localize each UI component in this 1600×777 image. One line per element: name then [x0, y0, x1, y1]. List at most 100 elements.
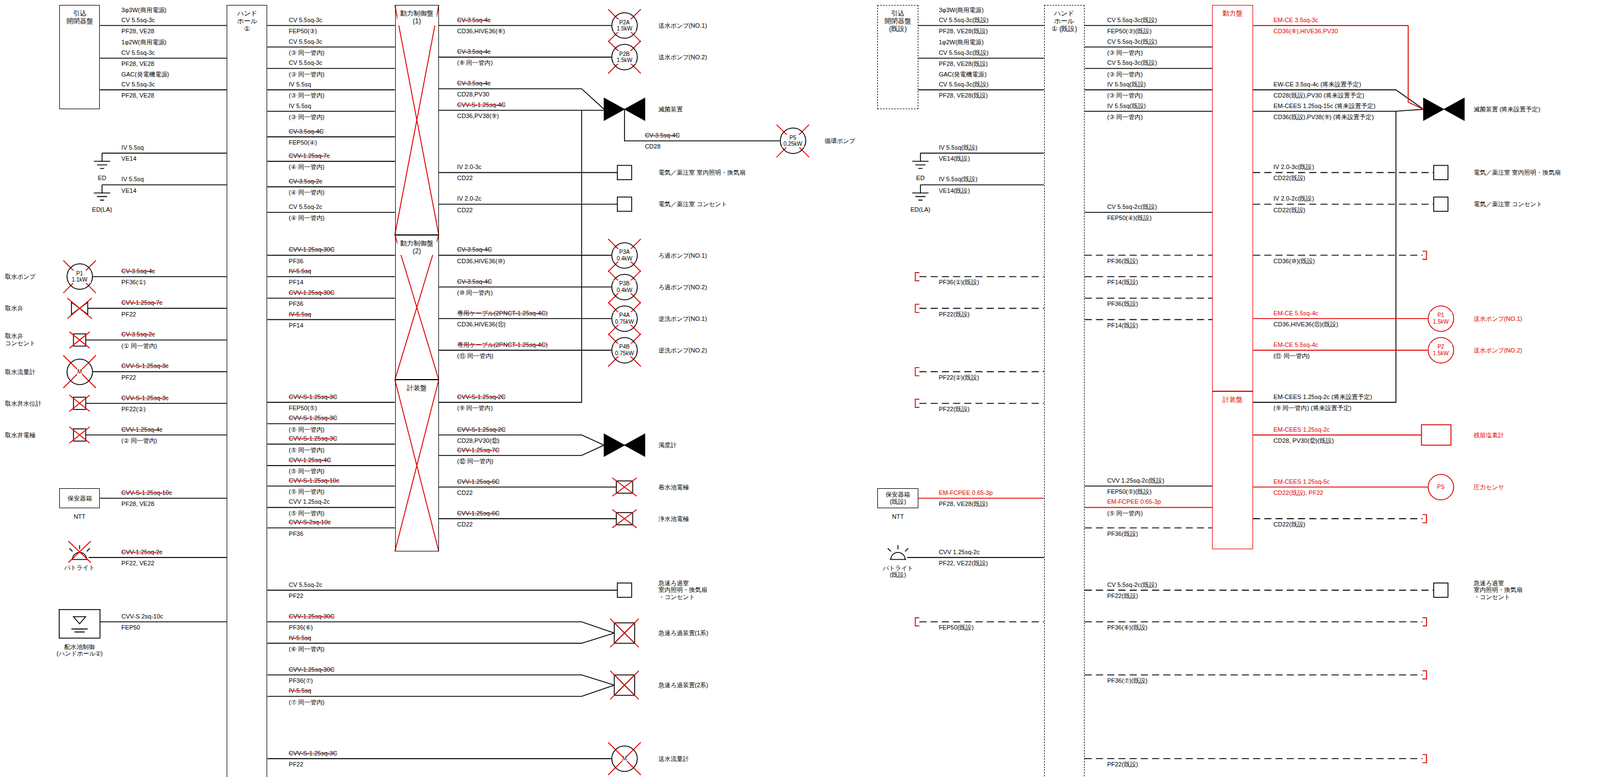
annotation-text: 電気／薬注室 室内照明・換気扇 — [658, 169, 746, 177]
circle-outline — [611, 12, 638, 39]
annotation-text: PF22(既設) — [938, 310, 970, 318]
circle-outline — [1428, 305, 1454, 332]
circle-outline — [611, 274, 638, 300]
cable-line — [1084, 46, 1213, 48]
annotation-text: PF36(既設) — [1107, 300, 1139, 308]
annotation-text: PF36 — [288, 257, 304, 265]
panel-box: ハンド ホール ① (既設) — [1044, 4, 1086, 777]
annotation-text: CV 5.5sq-3c(既設) — [1107, 59, 1158, 67]
annotation-text: (③ 同一管内) — [288, 70, 325, 78]
annotation-text: (② 同一管内) — [121, 437, 157, 445]
annotation-text: (⑨ 同一管内) — [457, 404, 493, 412]
annotation-text: EW-CE 3.5sq-4c (将来設置予定) — [1273, 80, 1362, 89]
annotation-text: CV 5.5sq-3c — [121, 49, 156, 57]
annotation-text: VE14 — [121, 155, 137, 163]
node-text: M — [622, 755, 627, 763]
cable-line — [93, 275, 227, 278]
annotation-text: IV 5.5sq(既設) — [938, 175, 978, 183]
annotation-text: PF28, VE28(既設) — [938, 500, 989, 508]
node-text: P2 1.5kW — [1429, 343, 1453, 357]
annotation-text: CV-3.5sq-4C — [645, 131, 681, 140]
annotation-text: (① 同一管内) — [121, 341, 157, 350]
annotation-text: CD36(⑩)(既設) — [1273, 257, 1316, 265]
annotation-text: IV-5.5sq — [288, 634, 311, 642]
annotation-text: 電気／薬注室 室内照明・換気扇 — [1473, 169, 1561, 177]
cable-line — [267, 186, 395, 188]
node-text: 動力盤 — [1222, 9, 1243, 18]
annotation-text: PF14 — [288, 278, 304, 286]
annotation-text: CV-3.5sq-2c — [288, 177, 323, 186]
annotation-text: PF22 — [288, 760, 304, 769]
annotation-text: CVV 1.25sq-2c(既設) — [1107, 476, 1165, 484]
cable-line — [99, 89, 227, 91]
annotation-text: VE14(既設) — [938, 155, 970, 163]
annotation-text: VE14(既設) — [938, 186, 970, 194]
annotation-text: 3φ3W(商用電源) — [121, 6, 167, 14]
annotation-text: CV 5.5sq-3c(既設) — [938, 49, 989, 57]
annotation-text: (⑤ 同一管内) — [1107, 509, 1143, 517]
panel-box: 保安器箱 — [59, 488, 101, 509]
node-text: P3B 0.4kW — [613, 280, 636, 294]
annotation-text: ED — [97, 174, 106, 182]
annotation-text: CV-3.5sq-4C — [288, 127, 324, 135]
annotation-text: 電気／薬注室 コンセント — [1473, 200, 1543, 208]
annotation-text: PF36(⑥)(既設) — [1107, 624, 1148, 632]
annotation-text: CV 5.5sq-3c — [288, 16, 323, 24]
annotation-text: (⑦ 同一管内) — [288, 698, 325, 706]
annotation-text: FEP50(④) — [288, 139, 318, 147]
patlite-symbol — [887, 545, 909, 560]
annotation-text: CV 5.5sq-3c — [288, 59, 323, 67]
wire — [99, 621, 227, 623]
cable-line — [267, 68, 395, 70]
annotation-text: (⑤ 同一管内) — [288, 509, 325, 517]
annotation-text: PF22(既設) — [1107, 760, 1139, 769]
annotation-text: (⑩ 同一管内) — [457, 288, 493, 296]
annotation-text: CD36,PV38(⑨) — [457, 112, 499, 120]
annotation-text: (⑤ 同一管内) — [288, 488, 325, 496]
cable-line — [918, 24, 1044, 27]
annotation-text: IV 5.5sq(既設) — [1107, 101, 1147, 110]
node-text: ハンド ホール ① — [233, 9, 261, 33]
wire — [438, 435, 605, 456]
annotation-text: CVV-S-1.25sq-3C — [288, 414, 337, 422]
annotation-text: NTT — [892, 513, 904, 521]
annotation-text: IV-5.5sq — [288, 310, 311, 318]
annotation-text: GAC(発電機電源) — [938, 70, 987, 78]
cable-line — [1084, 485, 1213, 487]
annotation-text: PF22(既設) — [1107, 592, 1139, 600]
annotation-text: CVV-1.25sq-6C — [457, 477, 500, 485]
circle-outline — [67, 263, 93, 290]
cable-line — [267, 319, 395, 321]
annotation-text: CVV-S-1.25sq-2C — [457, 392, 506, 401]
node-text: P2A 1.5kW — [613, 19, 636, 33]
annotation-text: パトライト (既設) — [877, 564, 919, 579]
wire — [267, 589, 618, 591]
annotation-text: CVV-S-1.25sq-3C — [288, 392, 337, 401]
annotation-text: PF22(②) — [121, 405, 146, 413]
motor-circle: P2 1.5kW — [1427, 336, 1455, 364]
annotation-text: IV-5.5sq — [288, 267, 311, 275]
annotation-text: PF36(①)(既設) — [938, 278, 980, 286]
annotation-text: CV 5.5sq-3c(既設) — [1107, 37, 1158, 45]
annotation-text: CV 5.5sq-3c — [121, 80, 156, 89]
cable-line — [1084, 211, 1213, 213]
annotation-text: PF28, VE28(既設) — [938, 91, 989, 100]
annotation-text: CVV-S-1.25sq-3c — [121, 362, 169, 370]
annotation-text: PF28, VE28(既設) — [938, 27, 989, 35]
cable-line — [267, 443, 395, 446]
panel-box: 計装盤 — [395, 379, 439, 552]
node-text: P2B 1.5kW — [613, 50, 636, 64]
wire — [438, 486, 617, 488]
annotation-text: 逆洗ポンプ(NO.2) — [658, 346, 708, 355]
annotation-text: 1φ2W(商用電源) — [121, 38, 167, 46]
motor-circle: P2A 1.5kW — [611, 12, 638, 39]
annotation-text: PF22 — [121, 373, 136, 381]
annotation-text: IV 5.5sq — [288, 80, 311, 89]
wire — [1253, 89, 1424, 403]
panel-box: ハンド ホール ① — [226, 4, 268, 777]
wire — [907, 556, 1045, 559]
cable-line — [1253, 486, 1428, 488]
annotation-text: (⑫ 同一管内) — [457, 457, 494, 465]
annotation-text: ED — [916, 174, 925, 182]
annotation-text: ろ過ポンプ(NO.1) — [658, 251, 708, 259]
